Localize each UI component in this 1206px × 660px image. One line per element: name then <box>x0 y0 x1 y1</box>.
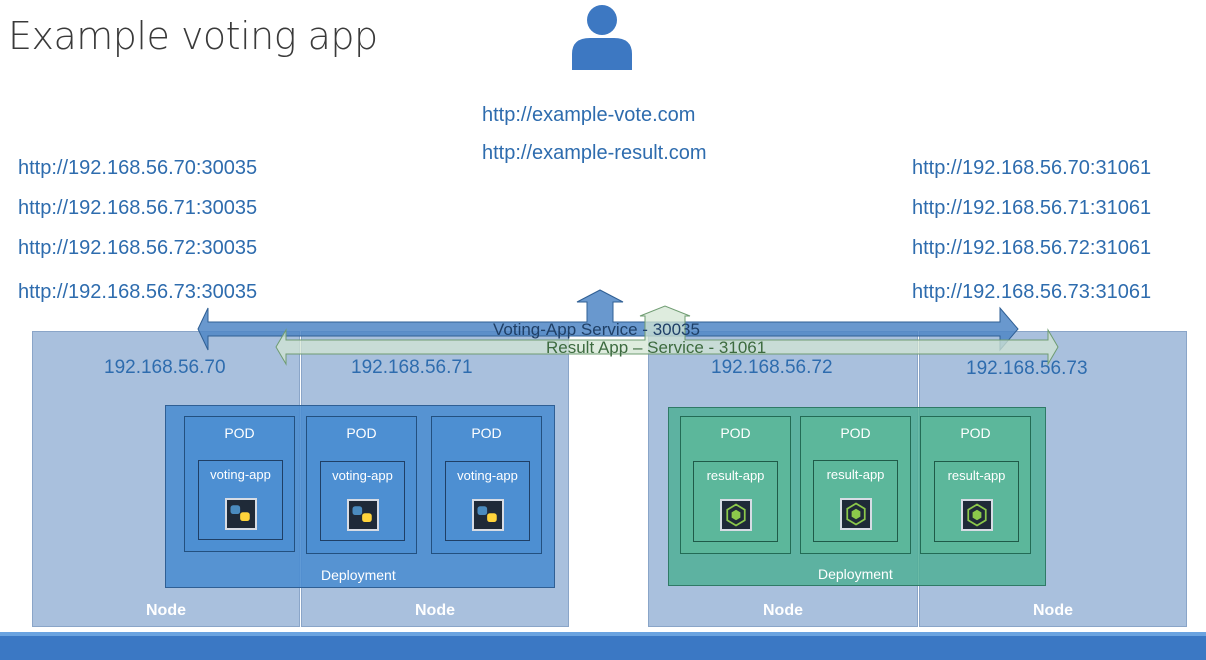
node-label: Node <box>146 602 186 619</box>
voting-service-arrow <box>197 289 1019 352</box>
node-ip: 192.168.56.72 <box>711 357 833 378</box>
center-url-result[interactable]: http://example-result.com <box>482 142 707 164</box>
voting-url[interactable]: http://192.168.56.72:30035 <box>18 237 258 259</box>
bottom-bar-highlight <box>0 632 1206 636</box>
voting-url[interactable]: http://192.168.56.73:30035 <box>18 281 258 303</box>
result-url[interactable]: http://192.168.56.70:31061 <box>912 157 1152 179</box>
result-pod: POD result-app <box>920 416 1031 554</box>
pod-label: POD <box>720 425 751 441</box>
user-icon <box>572 5 632 70</box>
node-ip: 192.168.56.70 <box>104 357 226 378</box>
container-label: result-app <box>947 468 1006 483</box>
container-label: voting-app <box>210 467 271 482</box>
container-label: result-app <box>826 467 885 482</box>
nodejs-app-icon <box>719 499 752 531</box>
result-url[interactable]: http://192.168.56.72:31061 <box>912 237 1152 259</box>
result-app-container: result-app <box>813 460 898 542</box>
pod-label: POD <box>224 425 255 441</box>
result-pod: POD result-app <box>800 416 911 554</box>
node-label: Node <box>1033 602 1073 619</box>
voting-app-container: voting-app <box>445 461 530 541</box>
service-arrows <box>197 289 1059 366</box>
container-label: voting-app <box>332 468 393 483</box>
pod-label: POD <box>960 425 991 441</box>
voting-url[interactable]: http://192.168.56.71:30035 <box>18 197 258 219</box>
node-ip: 192.168.56.71 <box>351 357 473 378</box>
node-label: Node <box>763 602 803 619</box>
pod-label: POD <box>471 425 502 441</box>
voting-pod: POD voting-app <box>184 416 295 552</box>
container-label: result-app <box>706 468 765 483</box>
pod-label: POD <box>840 425 871 441</box>
voting-service-label: Voting-App Service - 30035 <box>493 320 700 339</box>
python-app-icon <box>346 499 379 531</box>
container-label: voting-app <box>457 468 518 483</box>
voting-app-container: voting-app <box>320 461 405 541</box>
voting-url[interactable]: http://192.168.56.70:30035 <box>18 157 258 179</box>
nodejs-app-icon <box>839 498 872 530</box>
center-url-vote[interactable]: http://example-vote.com <box>482 104 696 126</box>
result-url[interactable]: http://192.168.56.73:31061 <box>912 281 1152 303</box>
result-service-label: Result App – Service - 31061 <box>546 338 767 357</box>
result-app-container: result-app <box>693 461 778 542</box>
deployment-label: Deployment <box>321 567 396 583</box>
result-pod: POD result-app <box>680 416 791 554</box>
deployment-label: Deployment <box>818 566 893 582</box>
nodejs-app-icon <box>960 499 993 531</box>
voting-pod: POD voting-app <box>306 416 417 554</box>
node-label: Node <box>415 602 455 619</box>
voting-pod: POD voting-app <box>431 416 542 554</box>
result-service-arrow <box>275 305 1059 366</box>
result-url[interactable]: http://192.168.56.71:31061 <box>912 197 1152 219</box>
python-app-icon <box>224 498 257 530</box>
voting-app-container: voting-app <box>198 460 283 540</box>
node-ip: 192.168.56.73 <box>966 358 1088 379</box>
python-app-icon <box>471 499 504 531</box>
slide-title: Example voting app <box>8 14 378 58</box>
pod-label: POD <box>346 425 377 441</box>
bottom-bar <box>0 632 1206 660</box>
result-app-container: result-app <box>934 461 1019 542</box>
